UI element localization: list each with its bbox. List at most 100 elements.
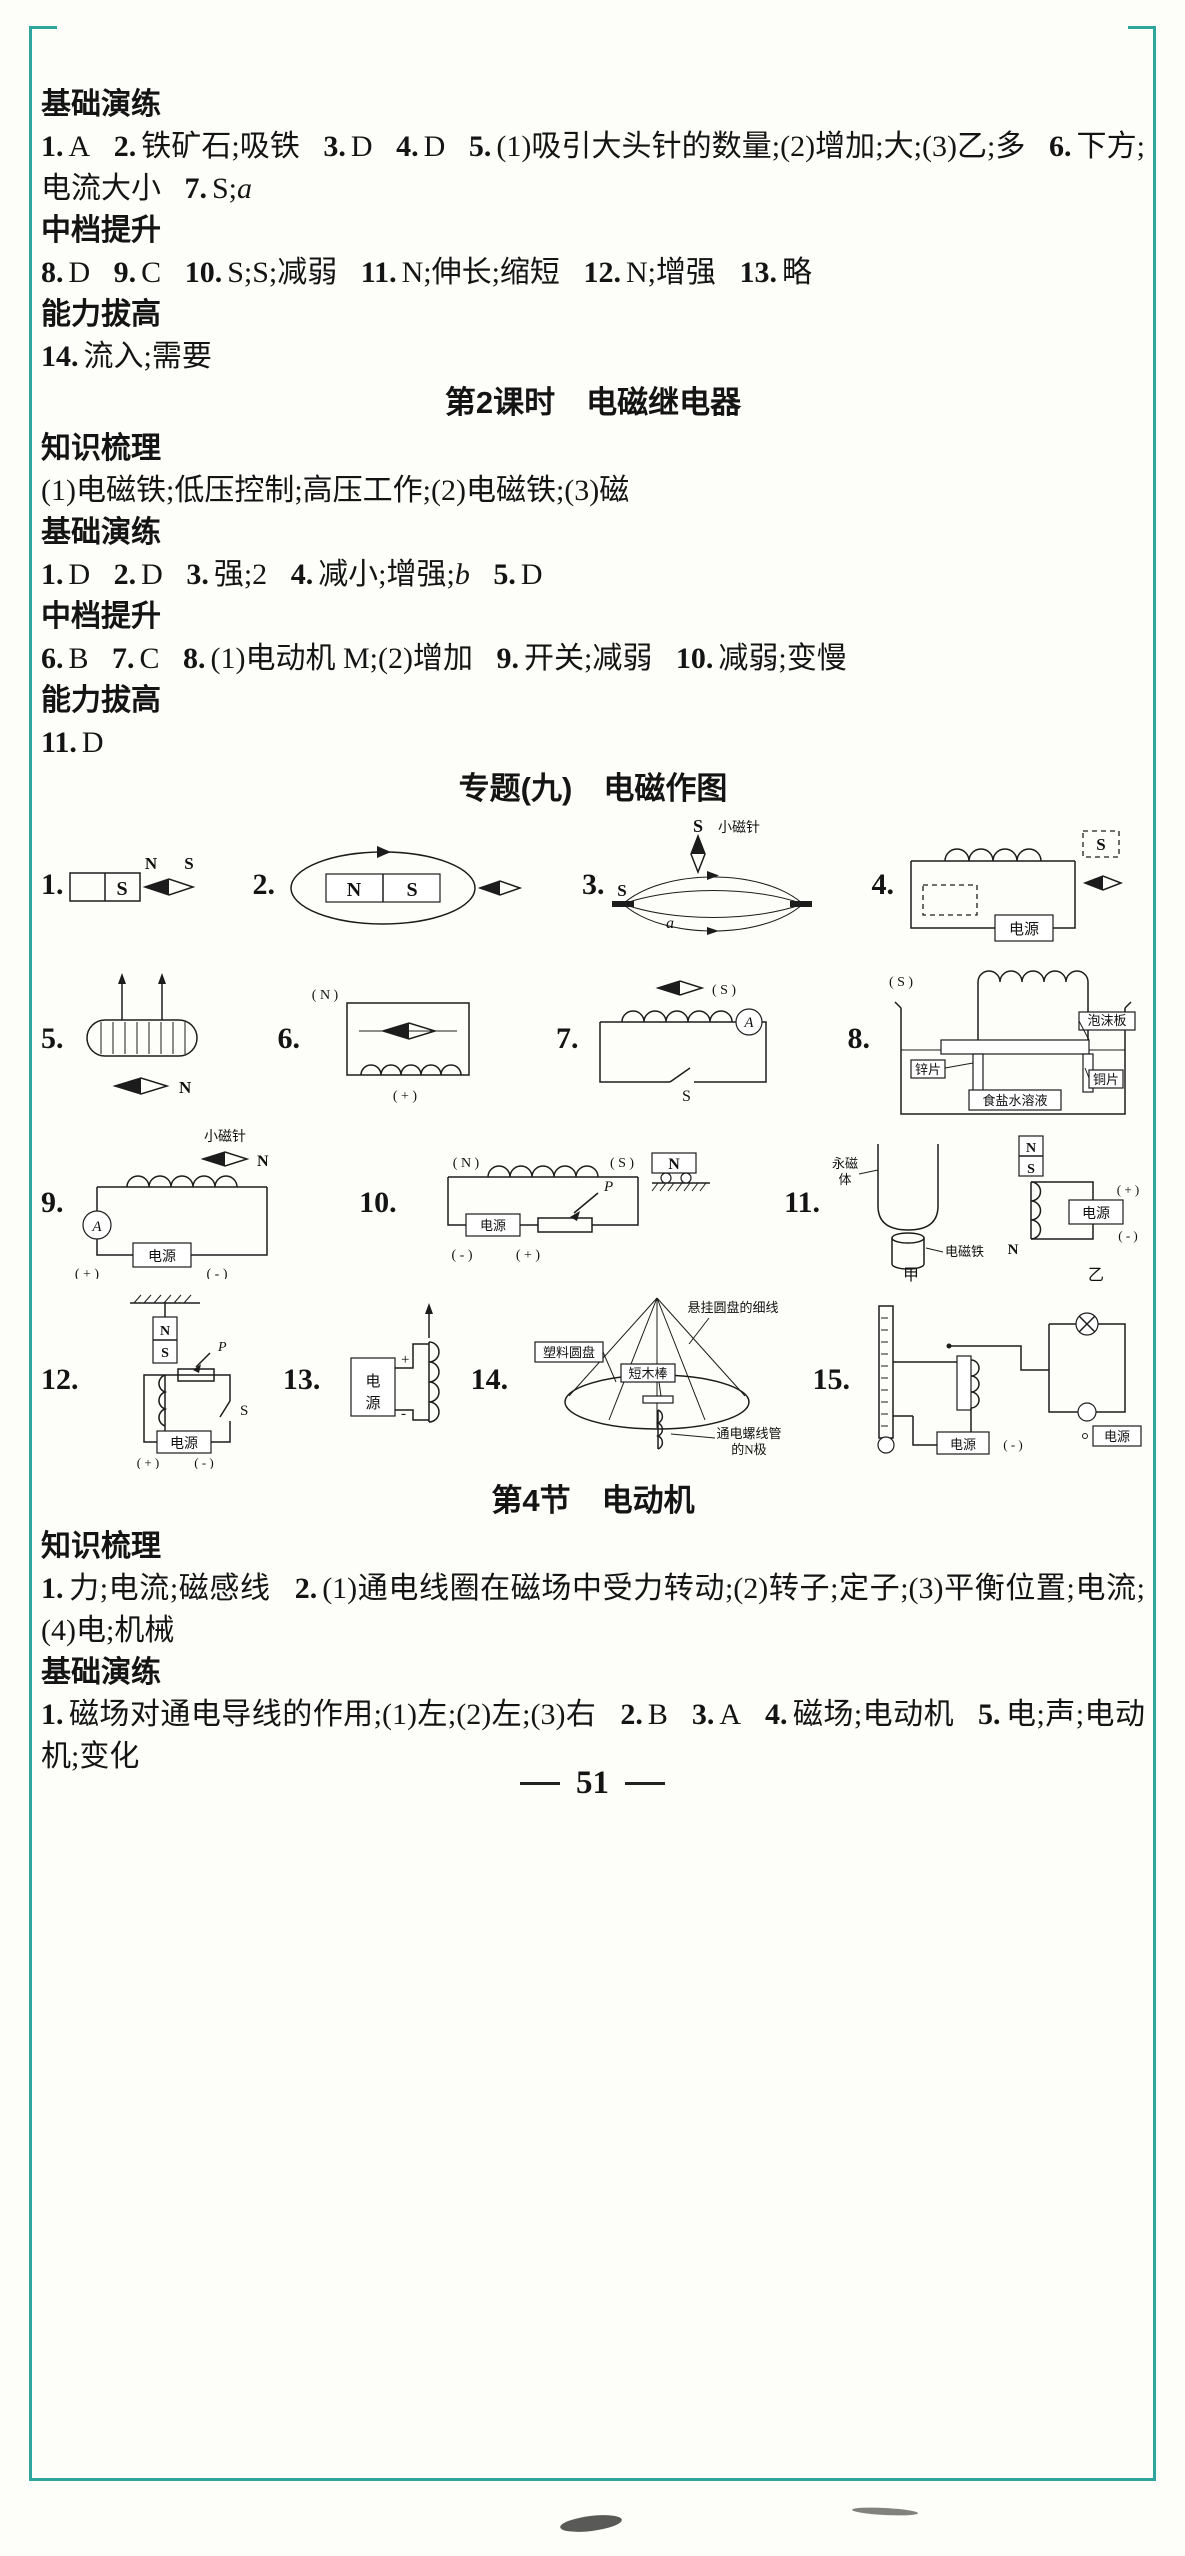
solenoid-n-pole-label-1: 通电螺线管 — [717, 1426, 782, 1441]
terminal-plus-label: + — [401, 1352, 409, 1368]
terminal-plus-label: ( + ) — [1117, 1182, 1140, 1197]
copper-plate-label: 铜片 — [1093, 1072, 1119, 1087]
diagram-10: 10. — [359, 1129, 712, 1277]
diagram-8-figure: ( S ) 泡沫板 锌片 铜片 食盐水溶液 — [889, 970, 1136, 1115]
answers-knowledge-2: 1.力;电流;磁感线 2.(1)通电线圈在磁场中受力转动;(2)转子;定子;(3… — [41, 1568, 1145, 1652]
hanging-thread-label: 悬挂圆盘的细线 — [688, 1300, 779, 1315]
diagram-13: 13. 电 源 + - — [283, 1298, 462, 1463]
terminal-plus-label: ( + ) — [515, 1248, 540, 1263]
diagram-9-figure: 小磁针 N A 电源 ( + ) ( - ) — [74, 1129, 268, 1279]
zinc-plate-label: 锌片 — [915, 1062, 941, 1077]
figure-yi-label: 乙 — [1088, 1267, 1104, 1282]
terminal-minus-label: ( - ) — [206, 1267, 227, 1279]
shapes — [877, 1305, 1142, 1455]
compass-top-s-label: S — [692, 816, 702, 836]
terminal-minus-label: ( - ) — [451, 1248, 472, 1263]
magnet-n-label: N — [347, 879, 362, 901]
diagram-3-number: 3. — [582, 868, 605, 901]
pole-s-label: S — [1096, 835, 1105, 854]
answer-item: 3.D — [323, 130, 373, 163]
diagram-11-number: 11. — [784, 1186, 820, 1219]
power-label: 电源 — [1009, 921, 1039, 938]
page-border-right — [1153, 26, 1156, 2481]
terminal-minus-label: ( - ) — [194, 1455, 214, 1469]
terminal-plus-label: ( + ) — [393, 1089, 418, 1104]
answers-basic-2: 1.D 2.D 3.强;2 4.减小;增强;b 5.D — [41, 554, 1145, 596]
page-number: 51 — [576, 1765, 609, 1801]
coil-n-pole-label: N — [1008, 1242, 1019, 1258]
magnet-s-label: S — [406, 879, 417, 901]
diagram-7-figure: ( S ) A S — [598, 980, 767, 1105]
diagram-8-number: 8. — [847, 1022, 871, 1055]
section4-title: 第4节 电动机 — [491, 1483, 695, 1518]
answer-item: 5.D — [493, 558, 543, 591]
diagram-5-number: 5. — [41, 1022, 64, 1055]
electromagnet-label: 电磁铁 — [945, 1244, 984, 1259]
answers-high-2: 11.D — [41, 722, 1145, 764]
pole-s-label: ( S ) — [610, 1156, 634, 1171]
terminal-minus-label: ( - ) — [1003, 1437, 1023, 1452]
section-header-high-1: 能力拔高 — [41, 298, 161, 331]
compass-n-label: N — [179, 1078, 192, 1097]
compass-s-label: S — [184, 854, 193, 873]
answer-item: 2.铁矿石;吸铁 — [113, 130, 300, 163]
small-compass-label: 小磁针 — [718, 820, 760, 836]
diagram-11: 11. — [784, 1124, 1145, 1282]
diagram-3-figure: S 小磁针 S a — [611, 816, 812, 935]
diagram-row-2: 5. N — [41, 958, 1145, 1120]
answer-item: 6.B — [41, 642, 89, 675]
section-header-knowledge-1: 知识梳理 — [41, 432, 161, 465]
answer-item: 8.(1)电动机 M;(2)增加 — [183, 642, 474, 675]
lesson2-title: 第2课时 电磁继电器 — [444, 385, 742, 420]
answer-item: 4.减小;增强;b — [290, 558, 470, 591]
diagram-8: 8. — [848, 958, 1146, 1120]
diagram-11-figure: 永磁 体 电磁铁 甲 N S N 电源 ( + ) ( - ) 乙 — [832, 1135, 1140, 1282]
answers-basic-1: 1.A 2.铁矿石;吸铁 3.D 4.D 5.(1)吸引大头针的数量;(2)增加… — [41, 126, 1145, 210]
answer-item: 9.开关;减弱 — [496, 642, 653, 675]
answers-high-1: 14.流入;需要 — [41, 336, 1145, 378]
answer-item: 13.略 — [739, 256, 812, 289]
answer-item: 6.下方;电流大小 — [41, 130, 1145, 205]
answers-basic-3: 1.磁场对通电导线的作用;(1)左;(2)左;(3)右 2.B 3.A 4.磁场… — [41, 1694, 1145, 1778]
terminal-plus-label: ( + ) — [136, 1455, 159, 1469]
answer-item: 3.A — [691, 1698, 741, 1731]
power-label: 电源 — [1082, 1206, 1110, 1222]
answer-item: 10.减弱;变慢 — [675, 642, 847, 675]
answer-item: 10.S;S;减弱 — [184, 256, 338, 289]
diagram-1-figure: S N S — [68, 854, 195, 902]
ammeter-label: A — [91, 1219, 102, 1235]
ammeter-label: A — [743, 1015, 754, 1031]
cart-n-label: N — [668, 1156, 680, 1173]
diagram-row-1: 1. S N S 2. — [41, 816, 1145, 954]
topic9-title: 专题(九) 电磁作图 — [458, 771, 728, 806]
shapes — [894, 970, 1136, 1115]
answer-item: 2.D — [113, 558, 163, 591]
diagram-4-number: 4. — [871, 868, 895, 901]
power-label: 电源 — [480, 1218, 506, 1233]
diagram-15-figure: 电源 ( - ) 电源 — [877, 1305, 1142, 1455]
answer-item: 2.B — [620, 1698, 668, 1731]
answer-item: 11.N;伸长;缩短 — [360, 256, 560, 289]
footer-dash-right — [625, 1782, 665, 1785]
diagram-14: 14. — [471, 1286, 804, 1474]
shapes — [534, 1297, 750, 1450]
magnet-s-label: S — [1027, 1162, 1035, 1177]
diagram-15: 15. — [812, 1296, 1145, 1464]
shapes — [129, 1294, 231, 1454]
answer-item: 11.D — [41, 726, 104, 759]
diagram-5-figure: N — [85, 973, 198, 1097]
diagram-14-figure: 悬挂圆盘的细线 塑料圆盘 短木棒 通电螺线管 的N极 — [534, 1297, 782, 1457]
section-header-basic-1: 基础演练 — [41, 88, 161, 121]
answers-mid-1: 8.D 9.C 10.S;S;减弱 11.N;伸长;缩短 12.N;增强 13.… — [41, 252, 1145, 294]
answer-item: 14.流入;需要 — [41, 340, 212, 373]
answer-item: 5.电;声;电动机;变化 — [41, 1698, 1146, 1773]
permanent-magnet-label-2: 体 — [838, 1172, 851, 1187]
diagram-9: 9. 小磁针 N A 电 — [41, 1127, 287, 1279]
wooden-stick-label: 短木棒 — [629, 1366, 668, 1381]
diagram-12-figure: N S P S 电源 ( + ) ( - ) — [129, 1294, 248, 1469]
diagram-14-number: 14. — [470, 1363, 509, 1396]
magnet-n-label: N — [159, 1324, 169, 1339]
permanent-magnet-label-1: 永磁 — [832, 1156, 858, 1171]
answer-item: 2.(1)通电线圈在磁场中受力转动;(2)转子;定子;(3)平衡位置;电流;(4… — [41, 1572, 1146, 1647]
magnet-n-label: N — [1026, 1141, 1036, 1156]
